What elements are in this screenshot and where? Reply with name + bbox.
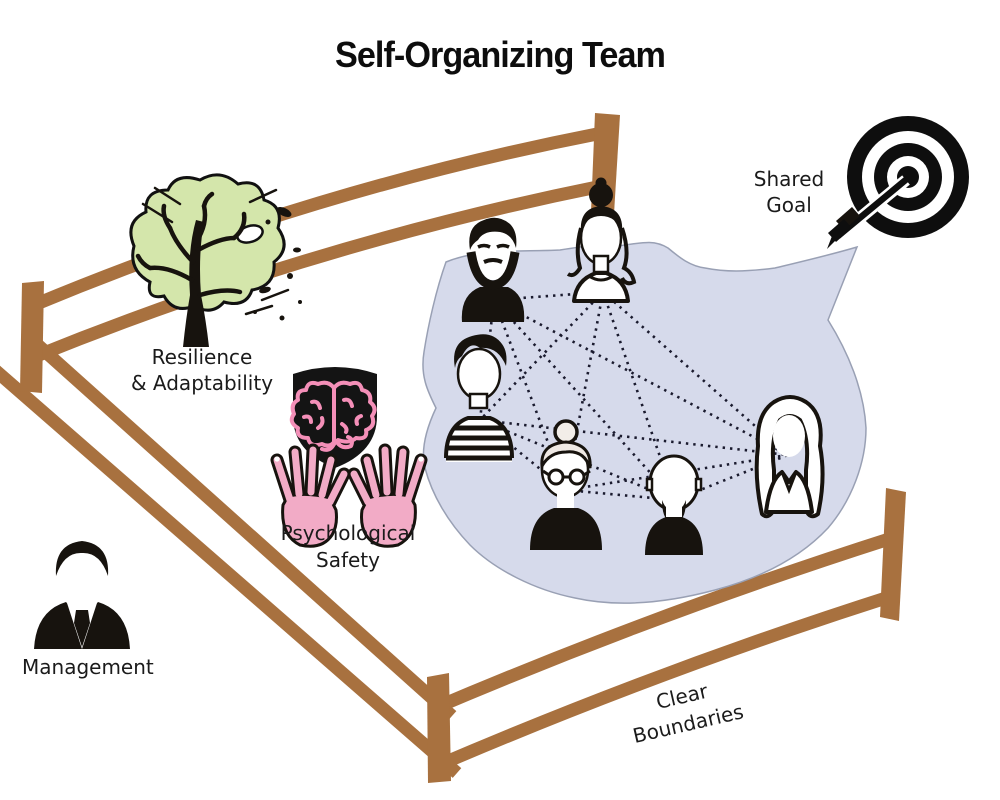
shared-goal-label: Shared Goal bbox=[753, 167, 825, 217]
avatar-woman-long-hair bbox=[754, 395, 825, 519]
avatar-bearded-man bbox=[461, 217, 525, 322]
wind-streaks bbox=[141, 186, 290, 316]
fence-post-right bbox=[880, 488, 906, 621]
shield-with-brain-icon bbox=[289, 367, 377, 468]
blown-leaves bbox=[253, 207, 302, 321]
bullseye-arrow-icon bbox=[827, 116, 969, 249]
diagram-title: Self-Organizing Team bbox=[334, 34, 666, 75]
fence-post-left bbox=[20, 281, 44, 393]
avatar-older-woman-glasses bbox=[530, 419, 602, 550]
fence bbox=[0, 113, 906, 783]
psychological-safety-label: Psychological Safety bbox=[280, 521, 416, 572]
businessman-silhouette-icon bbox=[34, 541, 130, 649]
avatar-bald-man-goatee bbox=[645, 454, 703, 555]
avatar-man-striped-shirt bbox=[444, 334, 514, 462]
fence-post-bottom bbox=[427, 673, 451, 783]
avatar-woman-with-bun bbox=[566, 177, 637, 303]
management-label: Management bbox=[22, 655, 154, 679]
resilience-label: Resilience & Adaptability bbox=[130, 345, 274, 395]
caring-hands-icon bbox=[270, 443, 428, 548]
wind-blown-tree-icon bbox=[129, 173, 302, 347]
